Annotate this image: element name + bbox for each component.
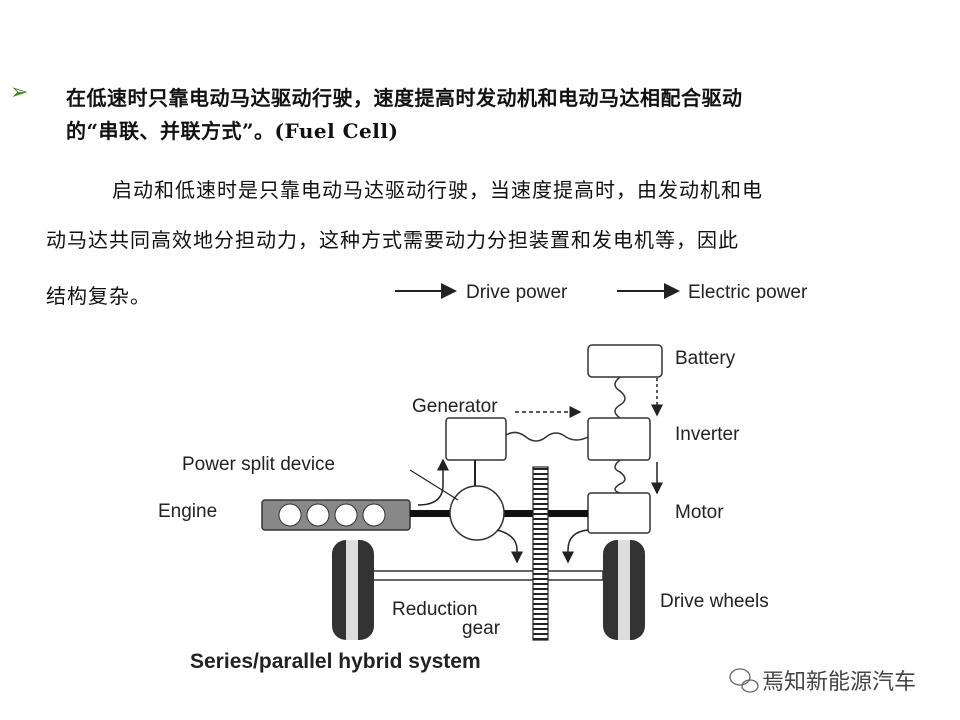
reduction-gear (532, 466, 549, 641)
arrowhead-bullet-icon: ➢ (10, 80, 29, 105)
heading-line-1: 在低速时只靠电动马达驱动行驶，速度提高时发动机和电动马达相配合驱动 (66, 86, 743, 110)
heading-line-2: 的“串联、并联方式”。(Fuel Cell) (66, 119, 399, 143)
watermark-text: 焉知新能源汽车 (762, 670, 917, 695)
axle (372, 570, 604, 581)
legend-electric-power: Electric power (617, 282, 808, 303)
power-split-label: Power split device (182, 454, 335, 475)
battery-label: Battery (675, 348, 736, 369)
paragraph-line-2: 动马达共同高效地分担动力，这种方式需要动力分担装置和发电机等，因此 (46, 228, 739, 252)
motor-label: Motor (675, 502, 724, 523)
inverter-box (587, 417, 651, 461)
inverter-label: Inverter (675, 424, 740, 445)
diagram-title: Series/parallel hybrid system (190, 650, 481, 673)
gear-label: gear (462, 618, 501, 639)
generator-box (445, 417, 507, 461)
paragraph-line-1: 启动和低速时是只靠电动马达驱动行驶，当速度提高时，由发动机和电 (112, 178, 763, 202)
engine-label: Engine (158, 501, 217, 522)
legend-electric-label: Electric power (688, 282, 808, 303)
drive-wheels-label: Drive wheels (660, 591, 769, 612)
power-split-device (449, 485, 505, 541)
legend-drive-power: Drive power (395, 282, 568, 303)
generator-label: Generator (412, 396, 498, 417)
paragraph-line-3: 结构复杂。 (46, 284, 151, 308)
reduction-label: Reduction (392, 599, 478, 620)
wechat-icon (729, 668, 759, 693)
motor-box (587, 492, 651, 534)
legend-drive-label: Drive power (466, 282, 568, 303)
battery-box (587, 344, 663, 378)
